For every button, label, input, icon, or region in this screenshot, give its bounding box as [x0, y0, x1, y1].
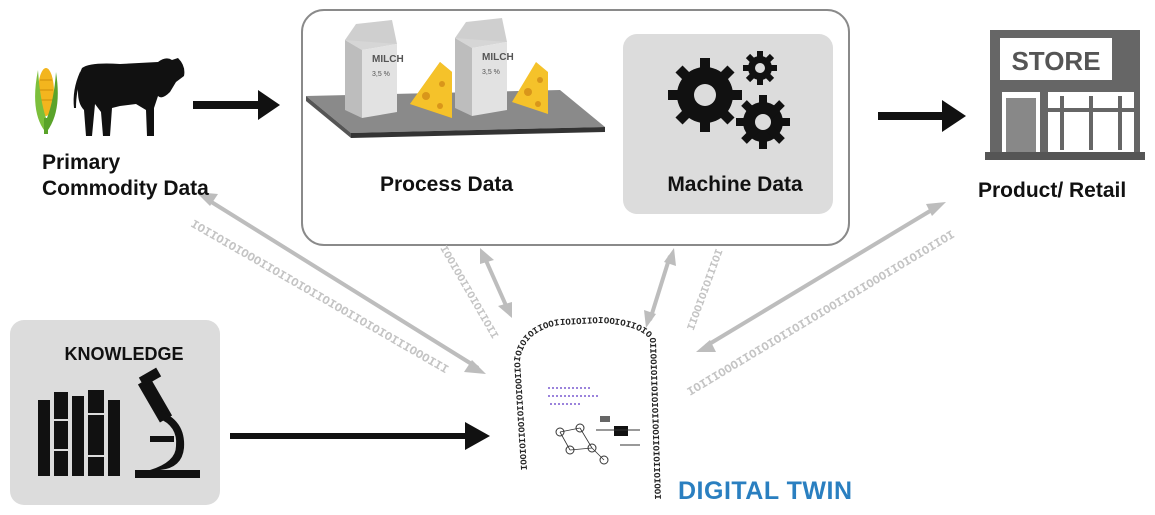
milk-carton-icon: MILCH 3,5 % [345, 20, 404, 118]
corn-icon [35, 68, 58, 134]
arrow-process-twin-left [480, 248, 512, 318]
carton-text: MILCH [482, 52, 514, 63]
arrow-process-to-retail [878, 100, 966, 132]
books-icon [38, 390, 120, 476]
milk-carton-icon: MILCH 3,5 % [455, 18, 514, 116]
knowledge-label: KNOWLEDGE [64, 344, 184, 364]
arrow-knowledge-to-twin [230, 422, 490, 450]
store-sign: STORE [1011, 46, 1100, 76]
store-icon: STORE [985, 30, 1145, 160]
digital-twin-label: DIGITAL TWIN [678, 477, 853, 505]
arrow-commodity-twin [196, 192, 486, 374]
process-data-label: Process Data [380, 173, 514, 196]
primary-commodity-label: Primary Commodity Data [42, 151, 209, 200]
binary-stream-right: IOIIIOOOIIOIOIOIIOIIOIOOIIOIIOOOIIOIOIOI… [685, 228, 958, 399]
carton-fat: 3,5 % [482, 69, 500, 76]
arrow-process-twin-right [644, 248, 676, 328]
cheese-icon [512, 62, 548, 114]
binary-stream-center-right: IOIIIOIOIOOII [683, 247, 724, 332]
gears-icon [668, 51, 790, 149]
product-retail-label: Product/ Retail [978, 179, 1127, 202]
machine-data-label: Machine Data [667, 173, 803, 196]
microscope-icon [135, 367, 200, 478]
arrow-retail-twin [696, 202, 946, 352]
cow-icon [73, 58, 185, 136]
carton-text: MILCH [372, 54, 404, 65]
carton-fat: 3,5 % [372, 71, 390, 78]
cheese-icon [410, 62, 452, 118]
arrow-commodity-to-process [193, 90, 280, 120]
